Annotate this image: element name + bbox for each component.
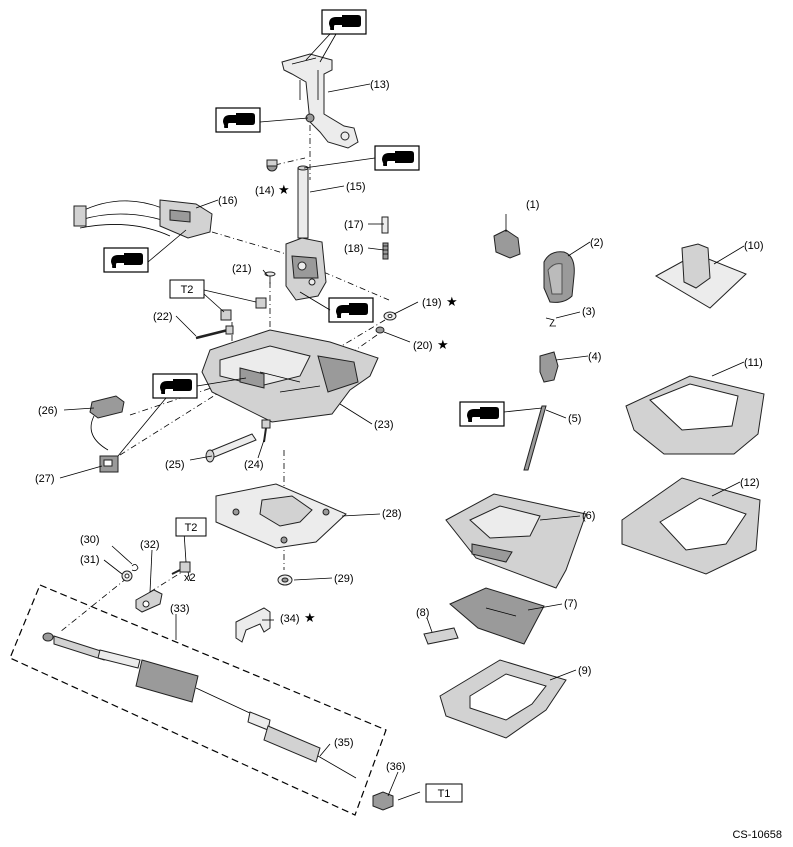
label-1: (1) [526, 199, 539, 211]
part-9-frame [439, 659, 567, 739]
grease-application-icon [459, 401, 505, 427]
part-30-clip [131, 564, 139, 572]
label-33: (33) [170, 603, 190, 615]
part-14-bolt [266, 159, 278, 172]
label-leader-lines [59, 83, 745, 801]
part-34-clip [235, 607, 271, 643]
part-19-washer [383, 311, 397, 321]
part-6-panel [445, 493, 587, 589]
torque-label: T1 [438, 788, 451, 800]
label-35: (35) [334, 737, 354, 749]
label-31: (31) [80, 554, 100, 566]
part-10-boot [654, 243, 747, 309]
label-32: (32) [140, 539, 160, 551]
star-20: ★ [437, 338, 449, 353]
part-labels: (13) (14) ★ (15) (16) (17) (18) (19) ★ (… [35, 79, 764, 773]
grease-application-icon [103, 247, 149, 273]
label-34: (34) [280, 613, 300, 625]
part-32-bracket [135, 589, 163, 613]
part-12-bezel [621, 477, 761, 575]
part-29-nut [277, 574, 293, 586]
label-19: (19) [422, 297, 442, 309]
part-28-lower-plate [215, 483, 347, 549]
label-16: (16) [218, 195, 238, 207]
part-11-console-panel [625, 375, 765, 455]
grease-application-icon [152, 373, 198, 399]
part-17-pin [381, 216, 389, 234]
label-14: (14) [255, 185, 275, 197]
part-5-rod [523, 405, 547, 471]
grease-application-icon [328, 297, 374, 323]
label-25: (25) [165, 459, 185, 471]
part-7-plate [449, 587, 545, 645]
part-15-select-lever [297, 165, 309, 239]
part-27-connector [99, 455, 119, 473]
part-26-switch [89, 395, 125, 451]
label-4: (4) [588, 351, 601, 363]
label-8: (8) [416, 607, 429, 619]
label-20: (20) [413, 340, 433, 352]
label-27: (27) [35, 473, 55, 485]
torque-box-t2-lower: T2 x2 [175, 517, 207, 584]
t2-bolts-top [220, 297, 267, 321]
label-7: (7) [564, 598, 577, 610]
label-12: (12) [740, 477, 760, 489]
star-19: ★ [446, 295, 458, 310]
label-23: (23) [374, 419, 394, 431]
part-23-base-plate [201, 329, 379, 423]
part-18-spring [382, 242, 389, 260]
torque-box-t1: T1 [425, 783, 463, 803]
label-17: (17) [344, 219, 364, 231]
label-18: (18) [344, 243, 364, 255]
grease-application-icon [321, 9, 367, 35]
grease-arrows [117, 33, 543, 457]
label-2: (2) [590, 237, 603, 249]
quantity-note: x2 [184, 572, 196, 584]
label-30: (30) [80, 534, 100, 546]
part-25-pin [205, 433, 257, 463]
label-26: (26) [38, 405, 58, 417]
label-29: (29) [334, 573, 354, 585]
label-24: (24) [244, 459, 264, 471]
part-1-knob-clip [493, 229, 521, 259]
label-22: (22) [153, 311, 173, 323]
label-5: (5) [568, 413, 581, 425]
label-36: (36) [386, 761, 406, 773]
grease-application-icon [215, 107, 261, 133]
part-16-harness [73, 199, 213, 239]
t2-bolt-lower [171, 561, 191, 575]
part-2-shift-knob [543, 251, 575, 303]
part-22-bolt [195, 325, 234, 340]
torque-box-t2-upper: T2 [169, 279, 257, 313]
part-4-knob-insert [539, 351, 559, 383]
part-8-label [423, 627, 459, 645]
label-15: (15) [346, 181, 366, 193]
grease-application-icon [374, 145, 420, 171]
part-33-shift-cable-group [9, 584, 387, 816]
label-21: (21) [232, 263, 252, 275]
star-14: ★ [278, 183, 290, 198]
label-28: (28) [382, 508, 402, 520]
part-31-washer [121, 570, 133, 582]
shift-lever-body [285, 237, 327, 301]
label-9: (9) [578, 665, 591, 677]
part-24-bolt [261, 419, 271, 443]
star-34: ★ [304, 611, 316, 626]
label-3: (3) [582, 306, 595, 318]
figure-code: CS-10658 [732, 829, 782, 841]
part-13-lever-bracket [281, 53, 359, 149]
torque-label: T2 [181, 284, 194, 296]
label-13: (13) [370, 79, 390, 91]
label-10: (10) [744, 240, 764, 252]
label-6: (6) [582, 510, 595, 522]
torque-label: T2 [185, 522, 198, 534]
part-36-nut [372, 791, 394, 811]
part-20-clip [375, 326, 385, 334]
label-11: (11) [744, 357, 763, 369]
part-3-clip [545, 317, 556, 327]
